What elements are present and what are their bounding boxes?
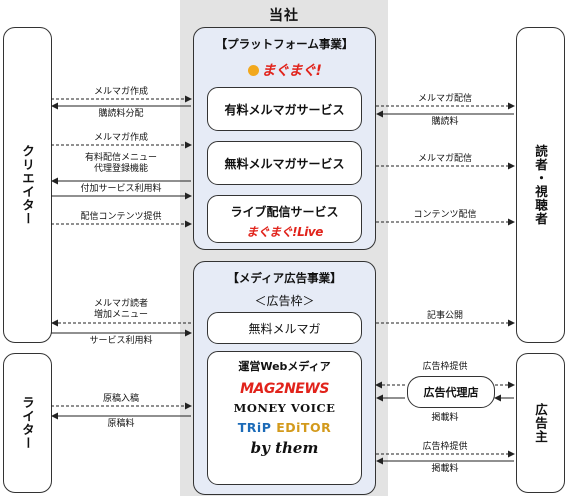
mag2news-logo: MAG2NEWS (240, 381, 329, 397)
flow-label: メルマガ配信 (417, 94, 472, 104)
readers-box: 読者・視聴者 (516, 27, 565, 343)
trip-editor-logo: TRiP EDiTOR (237, 420, 332, 435)
flow-label: 広告枠提供 (422, 442, 468, 452)
service-paid-mail: 有料メルマガサービス (207, 87, 362, 131)
web-media-box: 運営Webメディア MAG2NEWS MONEY VOICE TRiP EDiT… (207, 351, 362, 485)
flow-label: メルマガ読者 (93, 299, 148, 309)
company-title: 当社 (269, 8, 299, 24)
platform-section: 【プラットフォーム事業】 まぐまぐ! 有料メルマガサービス 無料メルマガサービス… (193, 27, 376, 250)
flow-label: メルマガ配信 (417, 154, 472, 164)
service-free-mail: 無料メルマガサービス (207, 141, 362, 185)
writer-label: ライター (20, 396, 35, 450)
advertiser-label: 広告主 (533, 402, 548, 444)
ad-agency-box: 広告代理店 (407, 376, 495, 408)
creator-box: クリエイター (3, 27, 52, 343)
ad-free-mail: 無料メルマガ (207, 312, 362, 344)
bythem-logo: by them (250, 439, 319, 457)
flow-label: 原稿入稿 (102, 394, 139, 404)
flow-label: コンテンツ配信 (413, 210, 477, 220)
creator-label: クリエイター (20, 144, 35, 226)
flow-label: 記事公開 (426, 311, 463, 321)
flow-label: メルマガ作成 (93, 133, 148, 143)
flow-label: 購読料 (431, 117, 459, 127)
flow-label: 配信コンテンツ提供 (80, 212, 162, 222)
platform-title: 【プラットフォーム事業】 (215, 37, 354, 51)
flow-label: 原稿料 (107, 419, 135, 429)
advertiser-box: 広告主 (516, 353, 565, 493)
flow-label: サービス利用料 (89, 336, 153, 346)
flow-label: 掲載料 (431, 413, 459, 423)
flow-label: 広告枠提供 (422, 362, 468, 372)
flow-label: 付加サービス利用料 (80, 184, 162, 194)
media-section: 【メディア広告事業】 ＜広告枠＞ 無料メルマガ 運営Webメディア MAG2NE… (193, 261, 376, 495)
writer-box: ライター (3, 353, 52, 493)
flow-label: 掲載料 (431, 464, 459, 474)
media-subtitle: ＜広告枠＞ (254, 294, 315, 308)
mag2-live-logo: まぐまぐ!Live (246, 225, 323, 239)
readers-label: 読者・視聴者 (533, 144, 548, 226)
flow-label: 購読料分配 (98, 109, 144, 119)
media-title: 【メディア広告事業】 (227, 271, 342, 285)
flow-label: メルマガ作成 (93, 87, 148, 97)
live-service-label: ライブ配信サービス (230, 205, 339, 219)
flow-label: 増加メニュー (93, 310, 148, 320)
flow-label: 代理登録機能 (93, 164, 148, 174)
mag2-logo: まぐまぐ! (194, 60, 375, 80)
flow-label: 有料配信メニュー (84, 153, 157, 163)
money-voice-logo: MONEY VOICE (233, 401, 336, 415)
service-live: ライブ配信サービス まぐまぐ!Live (207, 195, 362, 243)
web-media-title: 運営Webメディア (238, 360, 331, 373)
